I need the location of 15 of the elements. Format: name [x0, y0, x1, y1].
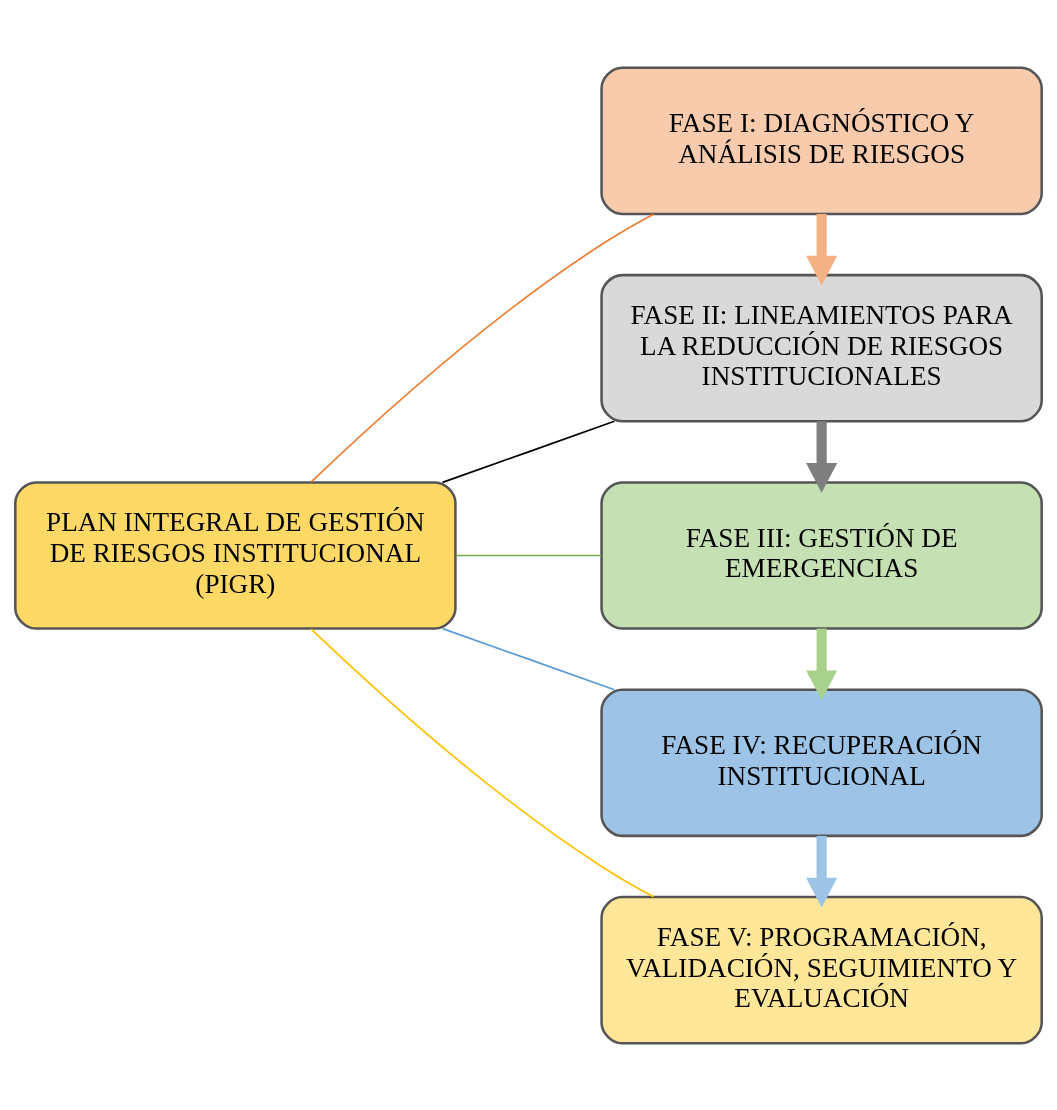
node-box: FASE I: DIAGNÓSTICO Y ANÁLISIS DE RIESGOS: [600, 66, 1043, 215]
connector: [310, 627, 655, 898]
node-box: FASE II: LINEAMIENTOS PARA LA REDUCCIÓN DE RIESGOS INSTITUCIONALES: [600, 273, 1043, 423]
node-box: PLAN INTEGRAL DE GESTIÓN DE RIESGOS INSTITUCIONAL (PIGR): [14, 480, 457, 630]
arrow: [806, 628, 838, 700]
connector: [441, 419, 616, 483]
connector: [310, 212, 655, 483]
connector: [454, 554, 603, 556]
node-box: FASE III: GESTIÓN DE EMERGENCIAS: [600, 480, 1043, 630]
connector: [441, 627, 616, 691]
node-box: FASE IV: RECUPERACIÓN INSTITUCIONAL: [600, 687, 1043, 837]
arrow: [806, 213, 838, 285]
node-box: FASE V: PROGRAMACIÓN, VALIDACIÓN, SEGUIMIENTO Y EVALUACIÓN: [600, 895, 1043, 1044]
arrow: [806, 835, 838, 907]
arrow: [806, 420, 838, 493]
